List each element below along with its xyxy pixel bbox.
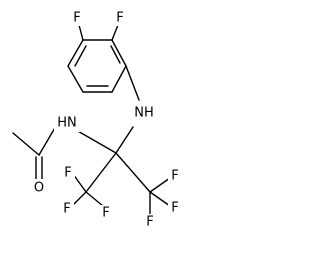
ring-bond xyxy=(67,65,84,93)
bond-carbonyl-methyl xyxy=(12,132,40,156)
bond-ring-nh xyxy=(125,65,140,101)
atom-label-f: F xyxy=(171,169,178,184)
bond-hn-carbonyl-c xyxy=(38,125,57,156)
bond-cf3-right-f2 xyxy=(149,191,171,207)
ring-bond xyxy=(111,65,127,93)
ring-bond xyxy=(67,39,84,67)
bond-cf3-left-f2 xyxy=(71,191,87,207)
ring-double-bond xyxy=(74,45,87,67)
chemical-structure-diagram: F F NH HN O F F F F F F xyxy=(12,10,179,230)
bond-ring-f-right xyxy=(111,24,119,41)
atom-label-f: F xyxy=(73,11,80,26)
bond-cf3-left-f3 xyxy=(85,191,104,207)
bond-quaternary-c-hn xyxy=(75,129,117,154)
atom-label-o: O xyxy=(34,181,44,196)
benzene-ring xyxy=(67,39,127,93)
atom-label-f: F xyxy=(63,202,70,217)
atom-label-nh: NH xyxy=(134,106,154,121)
atom-label-f: F xyxy=(171,201,178,216)
bond-cf3-right-f1 xyxy=(149,177,171,193)
ring-bond xyxy=(111,39,127,67)
bond-cf3-left-f1 xyxy=(72,173,87,193)
atom-label-f: F xyxy=(102,206,109,221)
atom-label-hn: HN xyxy=(57,116,77,131)
bond-quaternary-c-cf3-right xyxy=(115,152,151,193)
atom-label-f: F xyxy=(146,215,153,230)
bond-ring-f-left xyxy=(78,24,84,41)
bond-nh-quaternary-c xyxy=(115,126,134,154)
bond-quaternary-c-cf3-left xyxy=(85,152,117,193)
atom-label-f: F xyxy=(64,166,71,181)
atom-label-f: F xyxy=(116,11,123,26)
ring-double-bond xyxy=(110,45,121,64)
